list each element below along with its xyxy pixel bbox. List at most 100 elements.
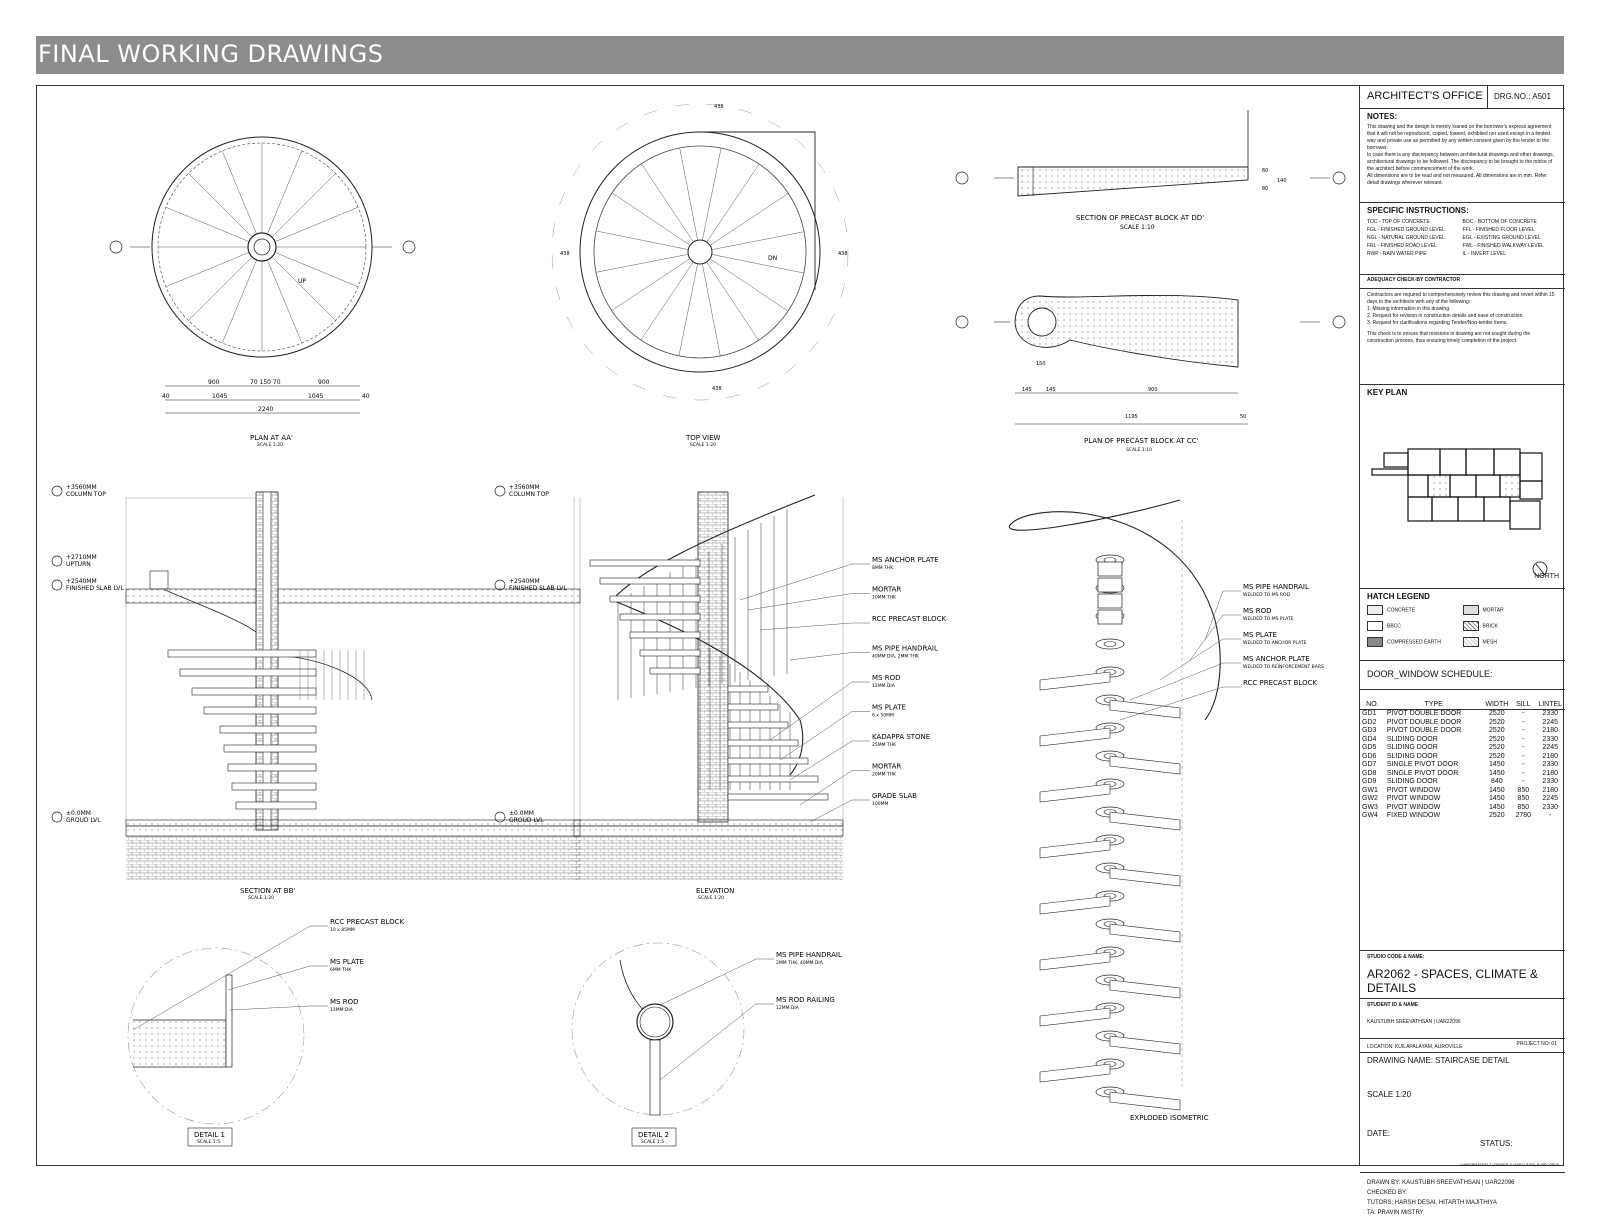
- adequacy-item: 2. Request for revision in construction …: [1367, 313, 1524, 319]
- schedule-cell: 2520: [1489, 727, 1505, 734]
- tb-hatch: HATCH LEGEND CONCRETE MORTAR BBCC BRICK …: [1360, 589, 1565, 661]
- callout-label: MS ANCHOR PLATE: [872, 556, 939, 564]
- schedule-cell: -: [1522, 769, 1525, 777]
- drawing-name: DRAWING NAME: STAIRCASE DETAIL: [1367, 1056, 1510, 1065]
- schedule-cell: 2520: [1489, 710, 1505, 717]
- exploded-title: EXPLODED ISOMETRIC: [1130, 1114, 1209, 1122]
- schedule-cell: PIVOT WINDOW: [1386, 786, 1441, 794]
- adequacy-intro: Contractors are required to comprehensiv…: [1367, 292, 1555, 305]
- tb-adequacy: Contractors are required to comprehensiv…: [1360, 289, 1565, 385]
- section-dd-title: SECTION OF PRECAST BLOCK AT DD': [1076, 214, 1204, 222]
- callout-sub: 20MM THK: [872, 772, 897, 778]
- schedule-cell: GD5: [1362, 744, 1377, 751]
- section-dd-dim: 80: [1262, 186, 1268, 192]
- plan-aa-title: PLAN AT AA': [250, 434, 293, 442]
- schedule-cell: 2520: [1489, 752, 1505, 760]
- level-main: ±0.0MM: [66, 810, 91, 817]
- hatch-label: BBCC: [1387, 623, 1401, 630]
- schedule-col-header: LINTEL: [1535, 700, 1565, 710]
- callout-sub: 25MM THK: [872, 742, 897, 748]
- schedule-cell: GW3: [1362, 803, 1378, 811]
- plan-aa-view: 900 70 150 70 900 40 1045 1045 40 2240 U…: [109, 136, 416, 448]
- elevation-view: +3560MM COLUMN TOP +2540MM FINISHED SLAB…: [494, 484, 946, 901]
- tb-adequacy-head: ADEQUACY CHECK-BY CONTRACTOR: [1360, 275, 1565, 289]
- section-bb-title: SECTION AT BB': [240, 887, 295, 895]
- schedule-col-header: NO.: [1360, 700, 1385, 710]
- schedule-cell: SLIDING DOOR: [1386, 752, 1438, 760]
- mortar-swatch: [1462, 605, 1479, 615]
- schedule-cell: 840: [1490, 778, 1503, 785]
- adequacy-item: 3. Request for clarifications regarding …: [1367, 320, 1508, 326]
- tb-studio: STUDIO CODE & NAME: AR2062 - SPACES, CLI…: [1360, 951, 1565, 999]
- level-main: +2710MM: [66, 554, 97, 561]
- section-dd-view: 60 80 140 SECTION OF PRECAST BLOCK AT DD…: [955, 110, 1346, 231]
- level-main: +2540MM: [66, 578, 97, 585]
- level-main: +3560MM: [66, 484, 97, 491]
- schedule-cell: 850: [1517, 803, 1530, 811]
- callout-sub: WELDED TO REINFORCEMENT BARS: [1243, 664, 1324, 670]
- schedule-cell: SLIDING DOOR: [1386, 744, 1438, 751]
- hatch-item: MESH: [1462, 637, 1559, 647]
- callout-label: MS PIPE HANDRAIL: [776, 951, 842, 959]
- schedule-col-header: WIDTH: [1482, 700, 1512, 710]
- elevation-scale: SCALE 1:20: [698, 895, 724, 901]
- section-bb-view: SECTION AT BB' SCALE 1:20: [125, 491, 581, 901]
- schedule-cell: GD4: [1362, 735, 1377, 743]
- level-main: +2540MM: [509, 578, 540, 585]
- callout-label: MS PLATE: [872, 704, 906, 712]
- callout-sub: 100MM: [872, 801, 888, 807]
- schedule-cell: GD8: [1362, 769, 1377, 777]
- elevation-title: ELEVATION: [696, 887, 734, 895]
- abbr: TOC - TOP OF CONCRETE: [1367, 219, 1430, 225]
- title-block: ARCHITECT'S OFFICE DRG.NO.: A501 NOTES: …: [1359, 85, 1565, 1216]
- callout-label: RCC PRECAST BLOCK: [872, 615, 946, 623]
- level-sub: COLUMN TOP: [509, 491, 549, 498]
- tutors: TUTORS: HARSH DESAI, HITARTH MAJITHIYA: [1367, 1200, 1497, 1206]
- schedule-cell: 1450: [1489, 761, 1505, 768]
- hatch-item: CONCRETE: [1367, 605, 1463, 615]
- schedule-cell: GD6: [1362, 752, 1377, 760]
- schedule-cell: 2180: [1542, 786, 1558, 794]
- tb-drawing-info: DRAWING NAME: STAIRCASE DETAIL SCALE 1:2…: [1360, 1053, 1565, 1173]
- schedule-cell: -: [1522, 710, 1525, 717]
- hatch-legend: CONCRETE MORTAR BBCC BRICK COMPRESSED EA…: [1367, 605, 1558, 647]
- page-title: FINAL WORKING DRAWINGS: [38, 40, 384, 68]
- hatch-label: MESH: [1482, 639, 1497, 646]
- top-view: DN TOP VIEW SCALE 1:20 438 438 438 438: [551, 103, 849, 448]
- schedule-cell: 1450: [1489, 803, 1505, 811]
- schedule-cell: FIXED WINDOW: [1386, 812, 1441, 819]
- north-label: NORTH: [1534, 573, 1559, 580]
- note: This drawing and the design is merely lo…: [1367, 124, 1552, 151]
- section-bb-scale: SCALE 1:20: [248, 895, 274, 901]
- level-main: ±0.0MM: [509, 810, 534, 817]
- bbcc-swatch: [1367, 621, 1383, 631]
- schedule-cell: -: [1549, 812, 1552, 819]
- studio-label: STUDIO CODE & NAME:: [1367, 954, 1425, 960]
- abbr: FFL - FINISHED FLOOR LEVEL: [1462, 227, 1535, 233]
- project-no: PROJECT NO: 01: [1516, 1041, 1557, 1047]
- schedule-cell: GD1: [1362, 710, 1377, 717]
- drawing-scale: SCALE 1:20: [1367, 1090, 1412, 1099]
- top-view-scale: SCALE 1:20: [690, 442, 716, 448]
- top-view-dim: 438: [714, 104, 724, 110]
- schedule-cell: 2520: [1489, 744, 1505, 751]
- plan-cc-title: PLAN OF PRECAST BLOCK AT CC': [1084, 437, 1199, 445]
- schedule-cell: GD2: [1362, 718, 1377, 726]
- schedule-cell: 2330: [1542, 803, 1558, 811]
- plan-cc-dim: 145: [1046, 387, 1056, 393]
- abbr: BOC - BOTTOM OF CONCRETE: [1462, 219, 1537, 225]
- plan-aa-dim: 1045: [308, 393, 323, 400]
- hatch-item: BRICK: [1462, 621, 1559, 631]
- ta: TA: PRAVIN MISTRY: [1367, 1210, 1424, 1216]
- schedule-cell: 1450: [1489, 795, 1505, 802]
